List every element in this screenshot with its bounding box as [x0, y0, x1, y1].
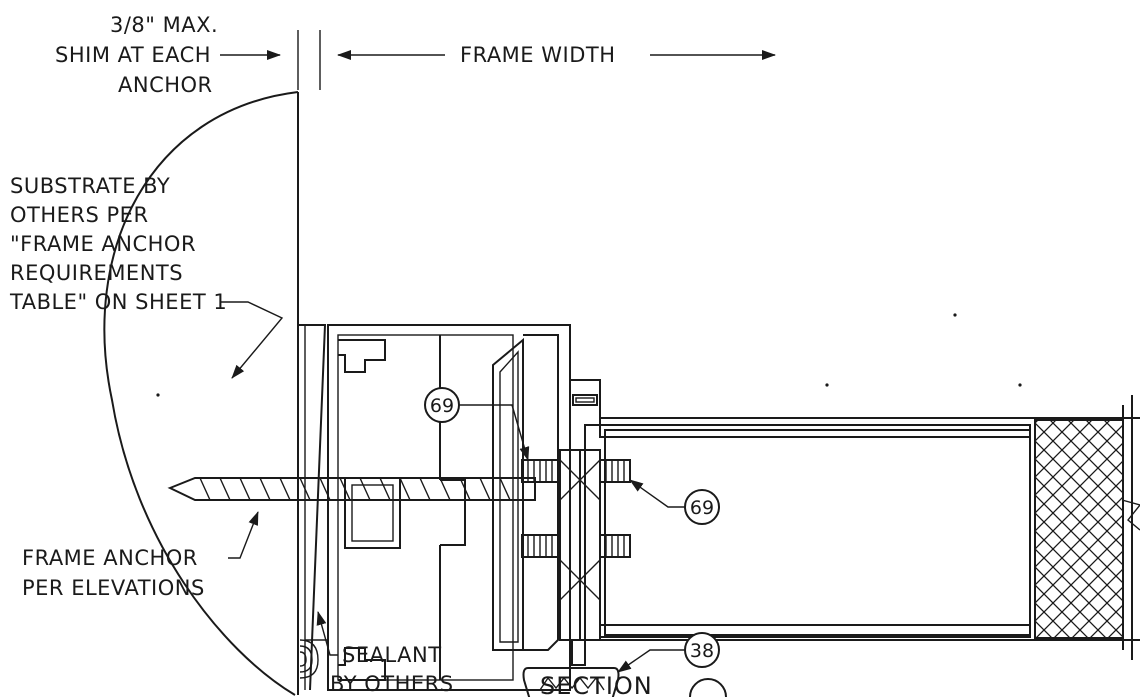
sealant-label-line2: BY OTHERS	[330, 672, 454, 696]
gasket	[522, 640, 620, 697]
shim-wedge	[298, 324, 327, 691]
anchor-leader	[228, 511, 259, 559]
screw-69-upper-left	[521, 459, 561, 483]
callout-69-upper-text: 69	[430, 395, 454, 417]
screw-69-upper-right	[599, 459, 631, 483]
substrate-leader	[220, 301, 284, 379]
frame-anchor-screw	[167, 477, 536, 501]
substrate-label-line1: SUBSTRATE BY	[10, 174, 170, 198]
substrate-label-line5: TABLE" ON SHEET 1	[9, 290, 227, 314]
anchor-label-line2: PER ELEVATIONS	[22, 576, 205, 600]
shim-label-line2: SHIM AT EACH	[55, 43, 211, 67]
callout-38: 38	[617, 632, 720, 673]
speck	[156, 393, 160, 397]
substrate-label-line4: REQUIREMENTS	[10, 261, 183, 285]
sealant-label-line1: SEALANT	[342, 643, 442, 667]
substrate-label-line3: "FRAME ANCHOR	[10, 232, 196, 256]
glazing-panel	[599, 395, 1140, 660]
shim-label-line3: ANCHOR	[118, 73, 213, 97]
anchor-label-line1: FRAME ANCHOR	[22, 546, 198, 570]
callout-69-lower-text: 69	[690, 497, 714, 519]
callout-38-text: 38	[690, 640, 714, 662]
glazing-stop	[559, 379, 601, 641]
substrate-label-line2: OTHERS PER	[10, 203, 149, 227]
callout-69-upper: 69	[424, 387, 530, 461]
frame-extrusion	[327, 324, 571, 691]
speck	[1018, 383, 1022, 387]
screw-69-lower-left	[521, 534, 561, 558]
frame-width-label: FRAME WIDTH	[460, 43, 616, 67]
section-title: SECTION	[540, 672, 653, 697]
shim-label-line1: 3/8" MAX.	[110, 13, 218, 37]
callout-69-lower: 69	[629, 479, 720, 525]
sealant-leader	[316, 611, 338, 656]
speck	[825, 383, 829, 387]
screw-69-lower-right	[599, 534, 631, 558]
sealant-bead	[299, 639, 329, 690]
speck	[953, 313, 957, 317]
section-bubble	[689, 678, 727, 697]
substrate-boundary	[103, 91, 299, 696]
